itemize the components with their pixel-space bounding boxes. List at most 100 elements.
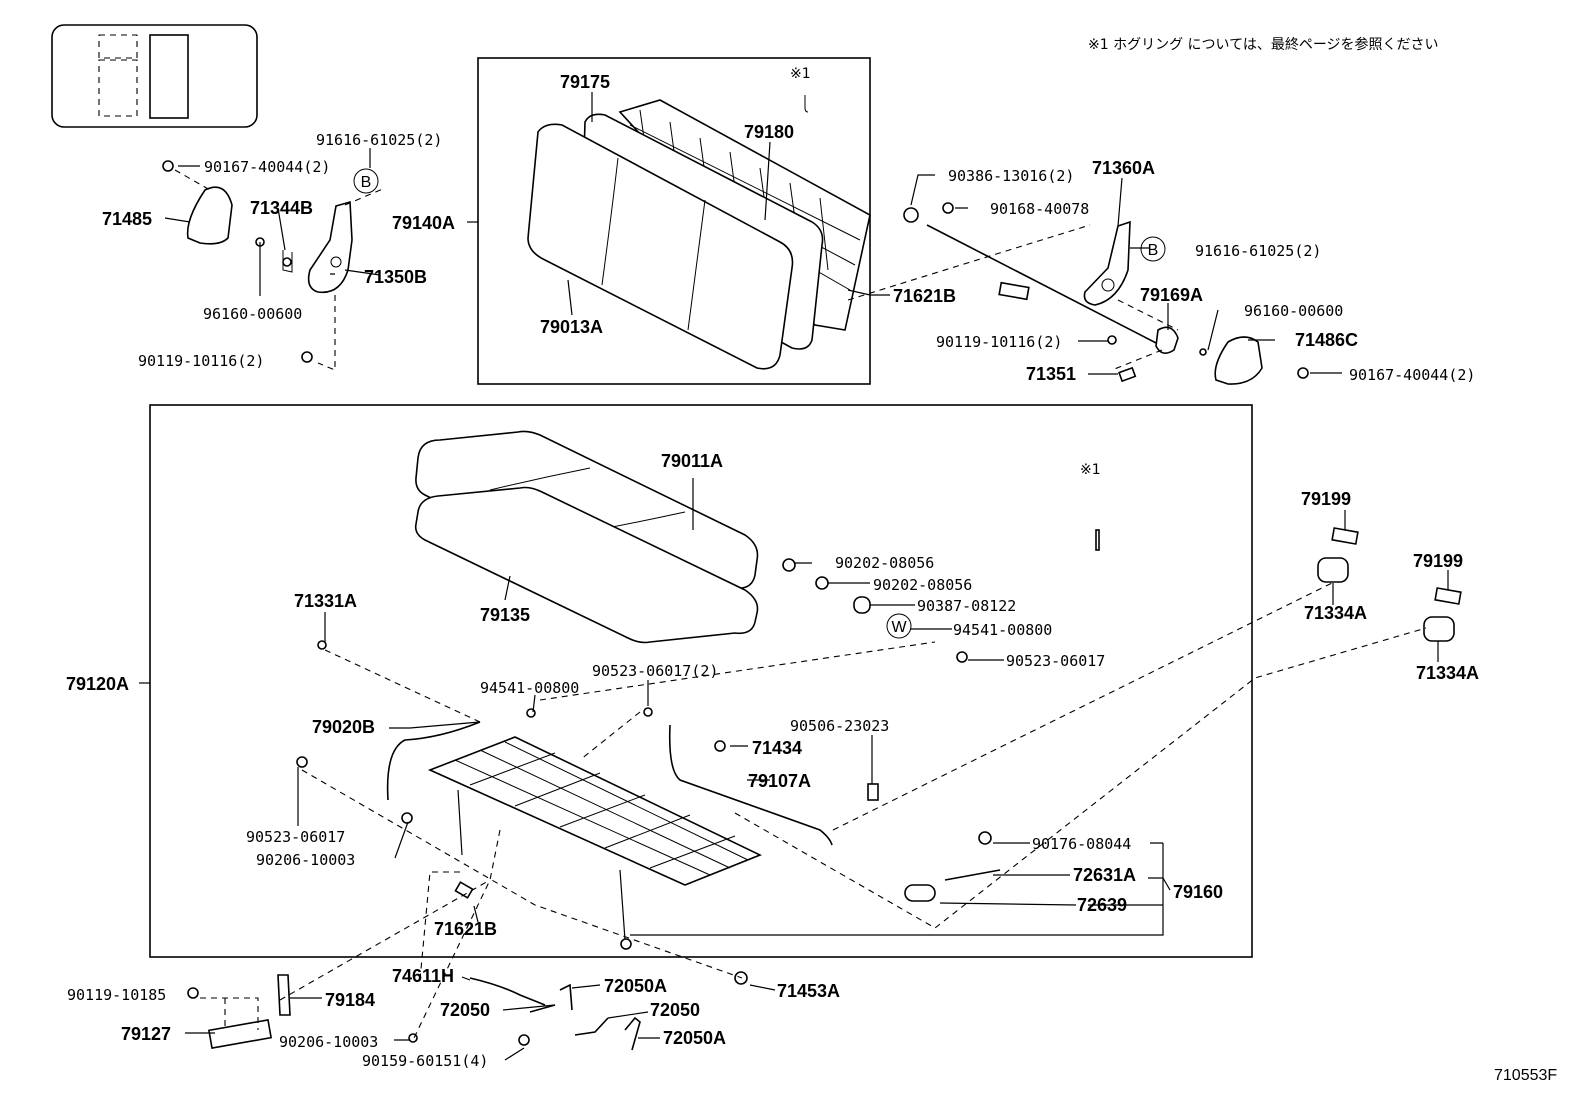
label-79160: 79160 [1173,882,1223,902]
label-90168: 90168-40078 [990,200,1089,218]
label-96160-right: 96160-00600 [1244,302,1343,320]
pad-right-part [998,281,1030,301]
hinge-rod-right-part [926,224,1161,346]
label-90159: 90159-60151(4) [362,1052,488,1070]
hook-72050-b-part [574,1017,609,1036]
bolt-bottom-left-icon [301,351,313,363]
ref-mark-top: ※1 [790,66,811,82]
label-90202-a: 90202-08056 [835,554,934,572]
reference-note: ※1 ホグリング については、最終ページを参照ください [1088,36,1439,53]
hook-cover-79199-b-part [1434,587,1462,605]
shim-right-part [1118,366,1137,383]
circle-b-right: B [1140,236,1166,262]
label-79120A: 79120A [66,674,129,694]
seat-wire-79020B-part [386,721,481,801]
bolt-bottom-right-icon [1297,367,1309,379]
label-91616-left: 91616-61025(2) [316,131,442,149]
label-90167-right: 90167-40044(2) [1349,366,1475,384]
recliner-bracket-right-part [1083,220,1131,306]
nut-top-right-icon [942,202,954,214]
leader-lines [164,92,1449,1061]
seat-locator-thumbnail [51,24,258,128]
bolt-90119-10185-icon [187,987,199,999]
label-79169A: 79169A [1140,285,1203,305]
bolt-right-icon [1107,335,1117,345]
label-96160-left: 96160-00600 [203,305,302,323]
label-72639: 72639 [1077,895,1127,915]
hook-cover-79199-a-part [1331,527,1359,545]
hook-71334A-a-part [1317,557,1349,583]
svg-text:W: W [891,619,907,636]
diagram-id: 710553F [1494,1067,1557,1084]
label-90167-left: 90167-40044(2) [204,158,330,176]
spring-90506-icon [867,783,879,801]
nut-right-icon [1199,348,1207,356]
label-90202-b: 90202-08056 [873,576,972,594]
label-79107A: 79107A [748,771,811,791]
dashed-leaders [174,169,1427,1039]
label-79199-b: 79199 [1413,551,1463,571]
bracket-79184-part [277,974,291,1016]
label-71350B: 71350B [364,267,427,287]
knob-90176-icon [978,831,992,845]
label-79180: 79180 [744,122,794,142]
lever-72631A-part [944,869,1001,881]
grommet-a-icon [782,558,796,572]
grip-72639-part [904,884,936,902]
recliner-bracket-left-part [307,200,353,294]
hinge-cover-left-part [186,186,233,245]
label-79020B: 79020B [312,717,375,737]
label-94541-mid: 94541-00800 [480,679,579,697]
hog-ring-top-icon [804,95,809,113]
label-79135: 79135 [480,605,530,625]
seat-rod-79107A-part [668,724,833,846]
label-71360A: 71360A [1092,158,1155,178]
label-90119-left: 90119-10116(2) [138,352,264,370]
seatback-group-frame [467,57,871,385]
label-79127: 79127 [121,1024,171,1044]
label-90523-mid: 90523-06017(2) [592,662,718,680]
label-74611H: 74611H [392,966,454,986]
link-74611H-part [469,977,546,1006]
seat-pad-part [414,486,759,644]
label-79140A: 79140A [392,213,455,233]
bolt-71434-icon [714,740,726,752]
svg-text:B: B [361,174,372,191]
seatback-cushion-part [527,123,794,370]
bolt-71331A-icon [317,640,327,650]
label-90119-10185: 90119-10185 [67,986,166,1004]
hook-72050A-b-part [624,1016,641,1051]
label-72050-b: 72050 [650,1000,700,1020]
label-90506: 90506-23023 [790,717,889,735]
label-71334A-a: 71334A [1304,603,1367,623]
label-94541-right: 94541-00800 [953,621,1052,639]
hinge-spacer-right-part [1155,326,1179,354]
label-90176: 90176-08044 [1032,835,1131,853]
label-79199-a: 79199 [1301,489,1351,509]
bracket-79127-part [207,1019,273,1049]
bushing-right-icon [903,207,919,223]
bolt-90159-icon [518,1034,530,1046]
label-79013A: 79013A [540,317,603,337]
bolt-top-left-icon [162,160,174,172]
grommet-b-icon [815,576,829,590]
hog-ring-lower-icon [1095,529,1100,551]
nut-mid-icon [643,707,653,717]
label-79011A: 79011A [661,451,723,471]
label-90119-right: 90119-10116(2) [936,333,1062,351]
collar-icon [853,596,871,614]
label-90523-left: 90523-06017 [246,828,345,846]
circle-b-left: B [353,168,379,194]
label-71453A: 71453A [777,981,840,1001]
label-79184: 79184 [325,990,375,1010]
label-72050A-a: 72050A [604,976,667,996]
hinge-cover-right-part [1214,336,1263,385]
label-71621B-bottom: 71621B [434,919,497,939]
seat-frame-part [427,736,762,950]
label-71334A-b: 71334A [1416,663,1479,683]
nut-90523-left-icon [296,756,308,768]
label-72631A: 72631A [1073,865,1136,885]
svg-text:B: B [1148,242,1159,259]
ref-mark-lower: ※1 [1080,462,1101,478]
